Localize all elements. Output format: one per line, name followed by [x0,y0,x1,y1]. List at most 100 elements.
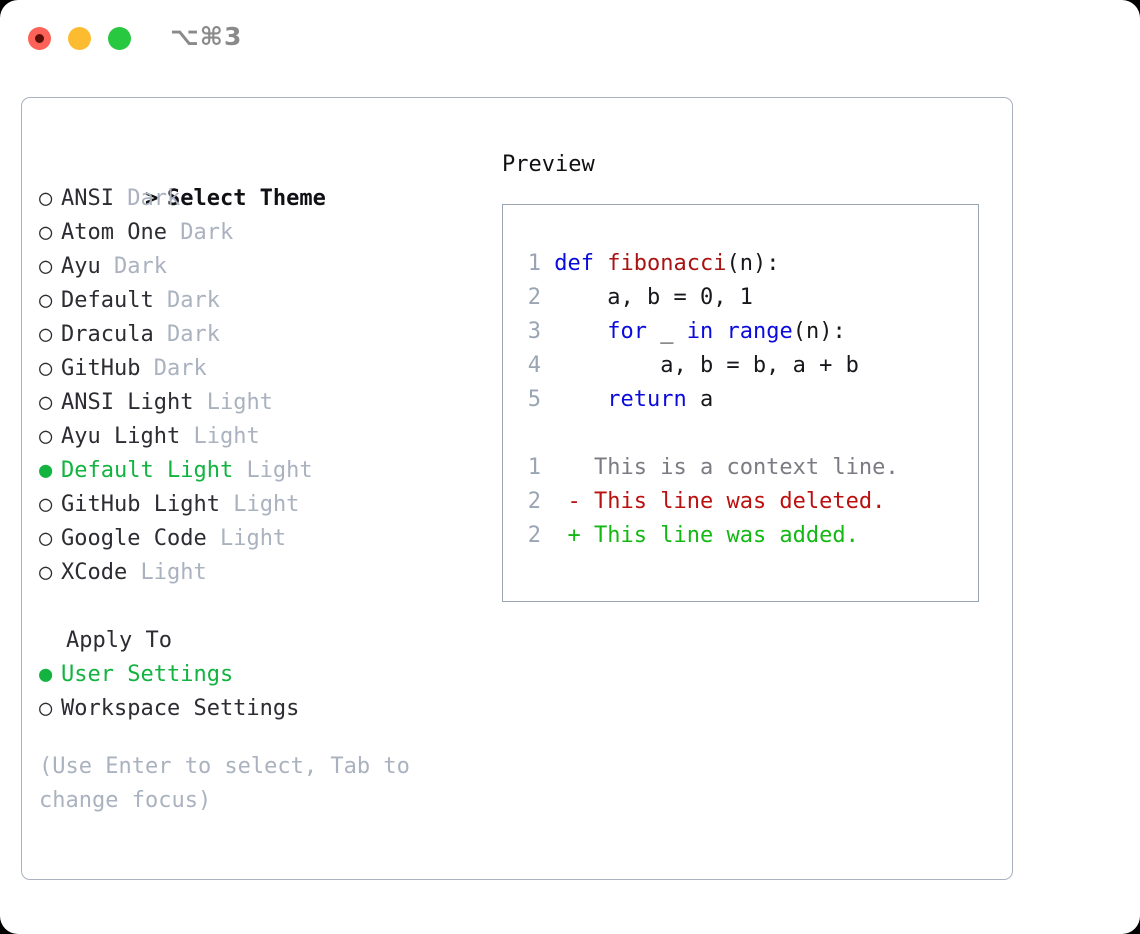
code-token: for [607,319,647,344]
code-token: _ [646,319,687,344]
code-token [554,387,607,412]
diff-sign: + [567,523,594,548]
theme-option-tag: Dark [166,288,220,313]
radio-unselected-icon: ○ [39,560,53,585]
theme-option-ansi[interactable]: ○ANSI Dark [39,182,489,216]
code-token: a [686,387,714,412]
theme-option-tag: Light [233,492,300,517]
theme-option-label: Google Code [61,526,207,551]
theme-option-tag: Dark [180,220,234,245]
theme-list-column: >Select Theme ○ANSI Dark○Atom One Dark○A… [39,148,489,818]
close-button[interactable] [28,27,51,50]
radio-unselected-icon: ○ [39,526,53,551]
apply-to-list[interactable]: ● User Settings ○ Workspace Settings [39,658,489,726]
diff-line-del: 2 - This line was deleted. [517,485,899,519]
apply-to-option-label: User Settings [61,662,234,687]
theme-option-dracula[interactable]: ○Dracula Dark [39,318,489,352]
theme-option-tag: Dark [153,356,207,381]
theme-option-label: Default [61,288,154,313]
theme-option-tag: Dark [114,254,167,279]
theme-option-tag: Light [246,458,313,483]
theme-option-ansi-light[interactable]: ○ ANSI Light Light [39,386,489,420]
line-number: 1 [527,455,541,480]
theme-option-label: ANSI [61,186,114,211]
code-token: range [726,319,793,344]
theme-option-tag: Light [206,390,273,415]
code-line: 2 a, b = 0, 1 [517,281,899,315]
code-line: 1 def fibonacci(n): [517,247,899,281]
theme-option-default-light[interactable]: ●Default Light Light [39,454,489,488]
preview-heading: Preview [502,152,595,177]
theme-option-google-code[interactable]: ○ Google Code Light [39,522,489,556]
radio-unselected-icon: ○ [39,220,53,245]
apply-to-option-user-settings[interactable]: ● User Settings [39,658,489,692]
code-token [713,319,726,344]
spacer [39,590,489,624]
page-title: > Select Theme [39,148,489,211]
theme-option-label: Ayu Light [61,424,181,449]
diff-sign [568,455,595,480]
theme-option-github-light[interactable]: ○GitHub Light Light [39,488,489,522]
code-line: 4 a, b = b, a + b [517,349,899,383]
page-title-label: Select Theme [166,186,326,211]
diff-line-ctx: 1 This is a context line. [517,451,899,485]
line-number: 5 [527,387,541,412]
theme-option-ayu-light[interactable]: ○ Ayu Light Light [39,420,489,454]
theme-option-atom-one[interactable]: ○ Atom One Dark [39,216,489,250]
theme-option-label: Atom One [61,220,167,245]
line-number: 3 [527,319,541,344]
diff-text: This is a context line. [594,455,899,480]
apply-to-heading: Apply To [66,628,172,653]
theme-option-label: XCode [61,560,128,585]
radio-unselected-icon: ○ [39,696,53,721]
theme-option-tag: Light [219,526,287,551]
line-number: 2 [527,489,541,514]
window-titlebar: ⌥⌘3 [0,0,1140,76]
radio-unselected-icon: ○ [39,390,53,415]
preview-column: Preview 1 def fibonacci(n):2 a, b = 0, 1… [502,148,1002,602]
radio-selected-icon: ● [39,458,53,483]
code-token: def [554,251,608,276]
diff-line-add: 2 + This line was added. [517,519,899,553]
radio-unselected-icon: ○ [39,424,53,449]
radio-unselected-icon: ○ [39,254,53,279]
diff-text: This line was deleted. [594,489,886,514]
code-token: a, b = 0, 1 [554,285,753,310]
diff-sign: - [567,489,594,514]
diff-text: This line was added. [594,523,859,548]
minimize-button[interactable] [68,27,91,50]
theme-option-label: ANSI Light [61,390,194,415]
radio-unselected-icon: ○ [39,288,53,313]
theme-option-github[interactable]: ○GitHub Dark [39,352,489,386]
radio-selected-icon: ● [39,662,53,687]
line-number: 2 [527,523,541,548]
theme-option-tag: Light [193,424,260,449]
code-token: in [686,319,714,344]
apply-to-option-workspace-settings[interactable]: ○ Workspace Settings [39,692,489,726]
prompt-caret-icon: > [144,186,159,211]
code-token: return [607,387,687,412]
theme-option-label: Dracula [61,322,154,347]
theme-option-tag: Light [140,560,207,585]
line-number: 1 [527,251,541,276]
code-token: (n): [792,319,846,344]
theme-picker-panel: >Select Theme ○ANSI Dark○Atom One Dark○A… [21,97,1013,880]
theme-option-label: GitHub [61,356,141,381]
maximize-button[interactable] [108,27,131,50]
theme-option-tag: Dark [127,186,181,211]
apply-to-option-label: Workspace Settings [61,696,300,721]
line-number: 2 [527,285,541,310]
code-line: 5 return a [517,383,899,417]
theme-option-default[interactable]: ○ Default Dark [39,284,489,318]
code-token: fibonacci [607,251,727,276]
theme-option-ayu[interactable]: ○Ayu Dark [39,250,489,284]
code-line: 3 for _ in range(n): [517,315,899,349]
code-blank-line [517,417,899,451]
theme-list[interactable]: ○ANSI Dark○Atom One Dark○Ayu Dark○Defaul… [39,182,489,590]
code-token [554,319,607,344]
theme-option-xcode[interactable]: ○ XCode Light [39,556,489,590]
radio-unselected-icon: ○ [39,492,53,517]
